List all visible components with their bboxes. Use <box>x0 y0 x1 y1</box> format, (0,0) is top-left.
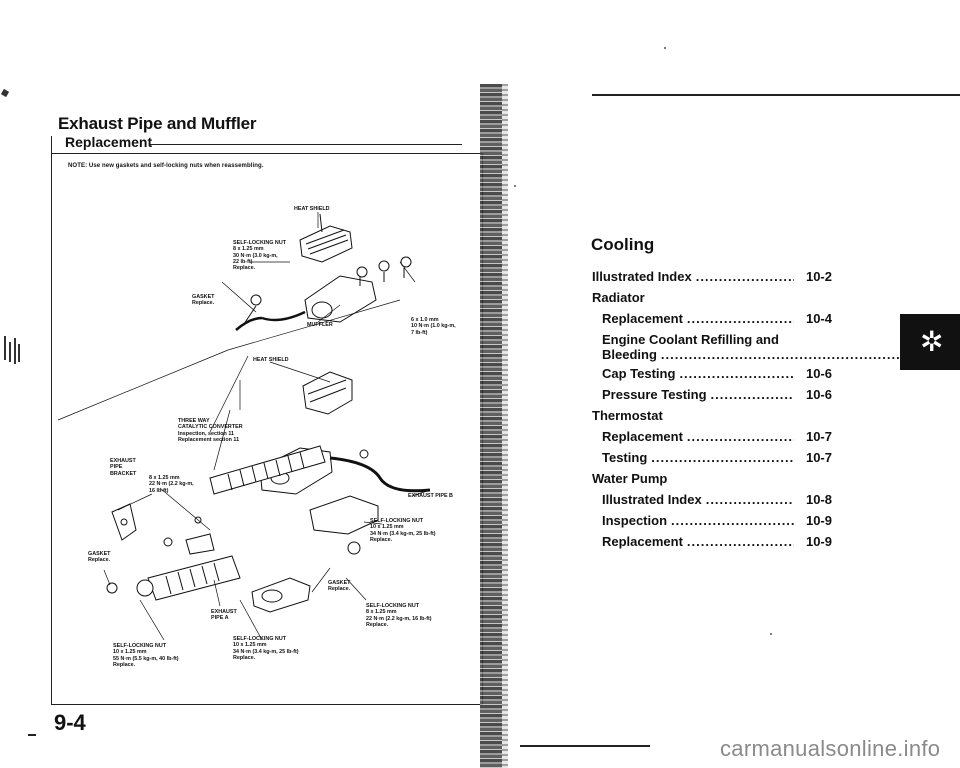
label-self-locking-nut-bottom-mid: SELF-LOCKING NUT 10 x 1.25 mm 34 N·m (3.… <box>233 636 299 661</box>
toc-item-label: Illustrated Index <box>602 492 702 507</box>
toc-item-page: 10-6 <box>805 366 832 381</box>
page-edge-mark <box>4 336 6 360</box>
snowflake-icon: ✲ <box>920 326 944 357</box>
muffler-part <box>235 256 412 331</box>
toc-item-page: 10-9 <box>805 513 832 528</box>
section-tab[interactable]: ✲ <box>900 314 960 370</box>
page-number: 9-4 <box>54 710 86 735</box>
toc-item[interactable]: Pressure Testing .......................… <box>592 387 832 408</box>
toc-leader-dots: ........................................… <box>660 347 915 362</box>
label-bracket-bolt: 8 x 1.25 mm 22 N·m (2.2 kg-m, 16 lb-ft) <box>149 475 194 494</box>
label-self-locking-nut-lower-right: SELF-LOCKING NUT 8 x 1.25 mm 22 N·m (2.2… <box>366 603 432 628</box>
toc-item-label: Replacement <box>602 429 683 444</box>
label-self-locking-nut-top: SELF-LOCKING NUT 8 x 1.25 mm 30 N·m (3.0… <box>233 240 287 272</box>
toc-item-page: 10-7 <box>805 429 832 444</box>
toc-leader-dots: ........................................… <box>695 269 794 284</box>
callout-lines <box>57 212 431 641</box>
toc-item-label: Inspection <box>602 513 668 528</box>
toc-heading: Radiator <box>592 290 832 311</box>
section-title: Replacement <box>65 134 153 150</box>
toc-item-page: 10-8 <box>805 492 832 507</box>
toc-heading: Thermostat <box>592 408 832 429</box>
top-rule <box>592 94 960 96</box>
toc-item-label-line2: Bleeding <box>602 347 657 362</box>
page-speck <box>514 185 516 187</box>
page-edge-mark <box>9 342 11 362</box>
toc-item-label: Pressure Testing <box>602 387 707 402</box>
book-binding-edge <box>502 84 508 768</box>
toc-item[interactable]: Illustrated Index ......................… <box>592 492 832 513</box>
toc-item[interactable]: Replacement ............................… <box>592 429 832 450</box>
label-exhaust-pipe-b: EXHAUST PIPE B <box>408 493 453 499</box>
toc-item[interactable]: Replacement ............................… <box>592 534 832 555</box>
heat-shield-top-part <box>299 213 353 263</box>
exhaust-pipe-b-part <box>209 445 431 555</box>
toc-heading: Water Pump <box>592 471 832 492</box>
toc-item-label: Replacement <box>602 534 683 549</box>
toc-leader-dots: ........................................… <box>705 492 794 507</box>
page-title: Exhaust Pipe and Muffler <box>58 114 257 133</box>
section-rule <box>150 144 462 145</box>
watermark: carmanualsonline.info <box>720 736 941 761</box>
exhaust-pipe-a-part <box>106 555 311 613</box>
toc-leader-dots: ........................................… <box>671 513 794 528</box>
toc-leader-dots: ........................................… <box>686 311 794 326</box>
toc-heading-label: Radiator <box>592 290 645 305</box>
label-heat-shield-mid: HEAT SHIELD <box>253 357 289 363</box>
reassembly-note: NOTE: Use new gaskets and self-locking n… <box>68 163 264 169</box>
toc-leader-dots: ........................................… <box>651 450 794 465</box>
chapter-title: Cooling <box>591 235 655 254</box>
label-gasket-left: GASKET Replace. <box>88 551 111 564</box>
toc-item-page: 10-6 <box>805 387 832 402</box>
book-binding <box>480 84 502 768</box>
label-exhaust-pipe-a: EXHAUST PIPE A <box>211 609 237 622</box>
label-heat-shield-top: HEAT SHIELD <box>294 206 330 212</box>
toc-heading-label: Thermostat <box>592 408 663 423</box>
toc-item[interactable]: Testing ................................… <box>592 450 832 471</box>
table-of-contents: Illustrated Index ......................… <box>592 269 937 555</box>
toc-leader-dots: ........................................… <box>679 366 794 381</box>
label-bolt-6x1: 6 x 1.0 mm 10 N·m (1.0 kg-m, 7 lb-ft) <box>411 317 456 336</box>
toc-item[interactable]: Replacement ............................… <box>592 311 832 332</box>
label-muffler: MUFFLER <box>307 322 333 328</box>
label-gasket-mid: GASKET Replace. <box>328 580 351 593</box>
left-page: Exhaust Pipe and Muffler Replacement NOT… <box>0 88 483 736</box>
toc-item-label: Testing <box>602 450 648 465</box>
page-edge-mark <box>14 338 16 364</box>
label-gasket-top: GASKET Replace. <box>192 294 215 307</box>
toc-item-page: 10-7 <box>805 450 832 465</box>
toc-leader-dots: ........................................… <box>686 429 794 444</box>
page-dash <box>28 734 36 736</box>
toc-heading-label: Water Pump <box>592 471 668 486</box>
toc-leader-dots: ........................................… <box>686 534 794 549</box>
label-self-locking-nut-right: SELF-LOCKING NUT 10 x 1.25 mm 34 N·m (3.… <box>370 518 436 543</box>
page-speck <box>770 633 772 635</box>
toc-item[interactable]: Illustrated Index ......................… <box>592 269 832 290</box>
exhaust-pipe-bracket-part <box>111 503 215 555</box>
toc-item[interactable]: Inspection .............................… <box>592 513 832 534</box>
bottom-rule <box>520 745 650 747</box>
label-catalytic-converter: THREE WAY CATALYTIC CONVERTER Inspection… <box>178 418 243 443</box>
toc-item-label: Illustrated Index <box>592 269 692 284</box>
toc-leader-dots: ........................................… <box>710 387 794 402</box>
toc-item-page: 10-9 <box>805 534 832 549</box>
page-edge-mark <box>18 344 20 362</box>
label-exhaust-pipe-bracket: EXHAUST PIPE BRACKET <box>110 458 137 477</box>
toc-item[interactable]: Cap Testing ............................… <box>592 366 832 387</box>
exhaust-exploded-diagram <box>57 212 431 641</box>
toc-item-label: Cap Testing <box>602 366 676 381</box>
label-self-locking-nut-bottom-left: SELF-LOCKING NUT 10 x 1.25 mm 55 N·m (5.… <box>113 643 179 668</box>
toc-item-label: Replacement <box>602 311 683 326</box>
toc-item-page: 10-4 <box>805 311 832 326</box>
toc-item[interactable]: Engine Coolant Refilling and Bleeding ..… <box>592 332 937 366</box>
page-speck <box>664 47 666 49</box>
toc-item-page: 10-2 <box>805 269 832 284</box>
toc-item-label-line1: Engine Coolant Refilling and <box>602 332 779 347</box>
